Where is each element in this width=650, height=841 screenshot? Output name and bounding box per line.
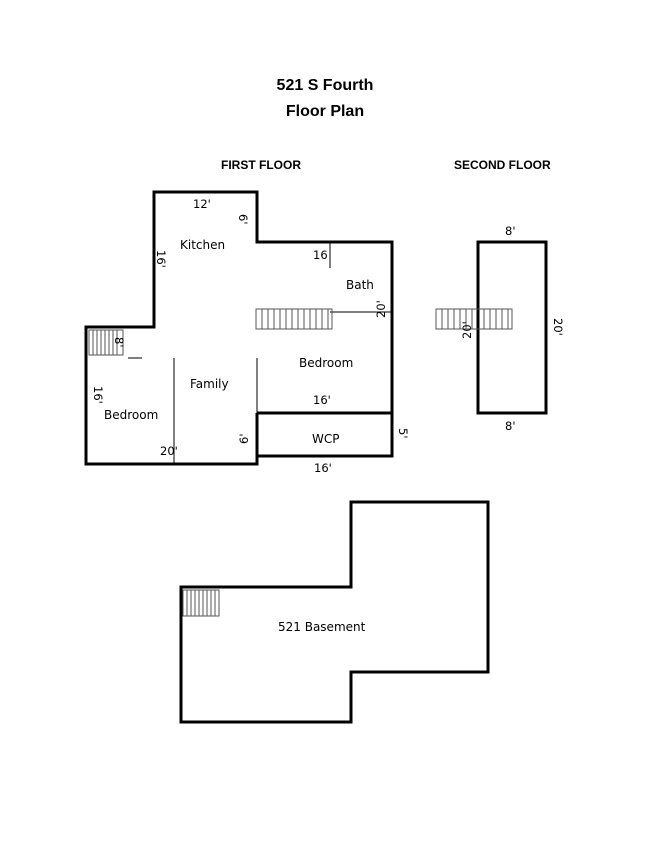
dim-kitchen-step: 6' [236,214,250,224]
dim-wcp-step: 6' [237,434,251,444]
room-bedroom-left: Bedroom [104,408,158,422]
dim-kitchen-width: 12' [193,197,211,211]
dim-stair-small: 8' [112,337,126,347]
stairs-basement [182,589,220,617]
first-floor-outline [84,190,394,466]
dim-second-right-height: 20' [551,318,565,336]
dim-second-left-height: 20' [460,321,474,339]
dim-wcp-height: 5' [396,428,410,438]
room-family: Family [190,377,229,391]
room-bedroom-right: Bedroom [299,356,353,370]
dim-right-height: 20' [374,300,388,318]
dim-bath-width: 16 [313,248,328,262]
first-floor-label: FIRST FLOOR [221,158,301,172]
basement-outline [179,500,490,724]
stairs-center [255,308,333,330]
stairs-second-floor [435,308,513,330]
dim-kitchen-height: 16' [154,250,168,268]
room-kitchen: Kitchen [180,238,225,252]
dim-second-top-width: 8' [505,224,515,238]
dim-bottom-left-width: 20' [160,444,178,458]
basement-label: 521 Basement [278,620,366,634]
dim-bottom-right-width: 16' [314,461,332,475]
room-bath: Bath [346,278,374,292]
stairs-left [88,329,124,356]
plan-subtitle: Floor Plan [285,103,365,120]
second-floor-outline [476,240,548,415]
dim-second-bottom-width: 8' [505,419,515,433]
second-floor-label: SECOND FLOOR [454,158,551,172]
room-wcp: WCP [312,432,339,446]
dim-bedroom-width: 16' [313,393,331,407]
dim-left-height: 16' [91,386,105,404]
plan-title: 521 S Fourth [276,77,374,94]
